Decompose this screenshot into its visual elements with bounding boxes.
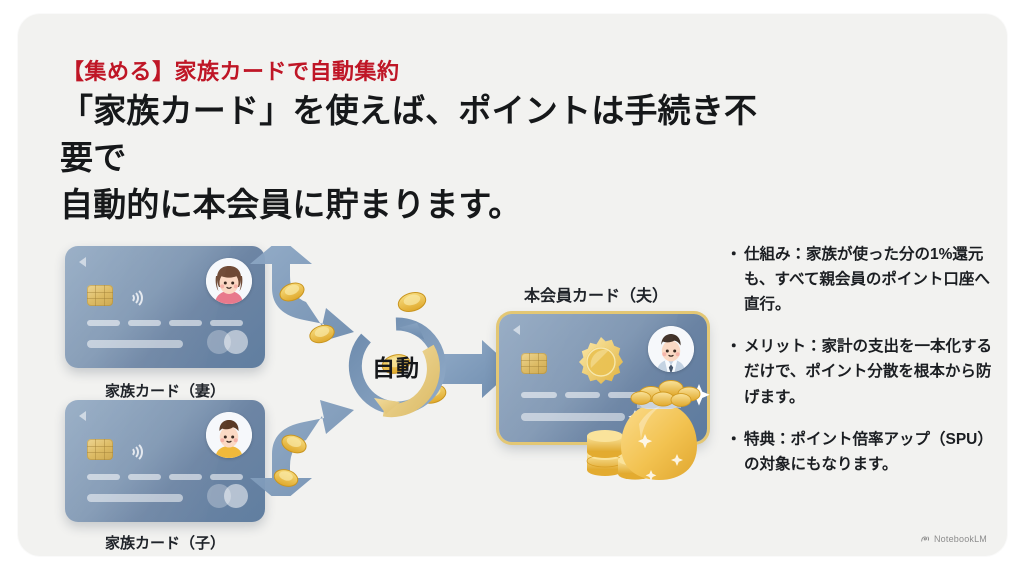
gold-coin-icon [630,380,701,407]
arrow-wife-to-hub [250,238,354,342]
auto-cycle-arrows-icon [340,310,452,422]
card-number-placeholder [87,320,243,326]
family-card-kid-label: 家族カード（子） [104,535,225,552]
watermark-label: NotebookLM [933,534,987,544]
gold-coin-icon [273,469,299,487]
notebooklm-icon [921,536,929,542]
card-corner-icon [513,325,520,335]
sparkle-icon [637,434,683,481]
money-bag-icon [579,366,719,488]
card-name-placeholder [521,413,625,421]
arrow-hub-to-main-card [442,340,514,398]
gold-coin-icon [397,292,427,312]
card-chip-icon [521,353,547,374]
contactless-icon [121,438,143,463]
notebooklm-watermark: NotebookLM [920,534,987,544]
slide-frame: 【集める】家族カードで自動集約 「家族カード」を使えば、ポイントは手続き不要で … [18,14,1007,556]
gold-coin-icon [381,354,411,374]
card-chip-icon [87,285,113,306]
family-card-wife-label: 家族カード（妻） [104,383,225,400]
benefits-list: 仕組み：家族が使った分の1%還元も、すべて親会員のポイント口座へ直行。 メリット… [726,242,992,494]
woman-avatar [206,258,252,304]
gold-sunburst-badge [575,336,627,388]
card-corner-icon [79,257,86,267]
card-corner-icon [79,411,86,421]
gold-coin-icon [279,282,305,302]
headline-line-2: 自動的に本会員に貯まります。 [60,185,522,223]
main-member-card [499,314,707,442]
man-avatar [648,326,694,372]
slide-headline: 「家族カード」を使えば、ポイントは手続き不要で 自動的に本会員に貯まります。 [60,88,760,229]
family-card-kid [65,400,265,522]
card-network-logo-icon [207,484,249,508]
boy-avatar [206,412,252,458]
list-item: 特典：ポイント倍率アップ（SPU）の対象にもなります。 [726,427,992,477]
contactless-icon [121,284,143,309]
card-network-logo-icon [207,330,249,354]
list-item: 仕組み：家族が使った分の1%還元も、すべて親会員のポイント口座へ直行。 [726,242,992,317]
gold-coin-icon [309,324,335,344]
slide-eyebrow: 【集める】家族カードで自動集約 [62,59,400,84]
card-number-placeholder [87,474,243,480]
coin-stack [586,430,652,480]
card-chip-icon [87,439,113,460]
benefits-list-items: 仕組み：家族が使った分の1%還元も、すべて親会員のポイント口座へ直行。 メリット… [726,242,992,477]
card-name-placeholder [87,494,183,502]
gold-coin-icon [281,434,307,454]
list-item: メリット：家計の支出を一本化するだけで、ポイント分散を根本から防げます。 [726,334,992,409]
headline-line-1: 「家族カード」を使えば、ポイントは手続き不要で [60,92,758,176]
main-card-label: 本会員カード（夫） [523,288,668,305]
family-card-wife [65,246,265,368]
auto-cycle-label: 自動 [372,355,420,381]
card-name-placeholder [87,340,183,348]
flow-arrows-group [246,238,546,504]
